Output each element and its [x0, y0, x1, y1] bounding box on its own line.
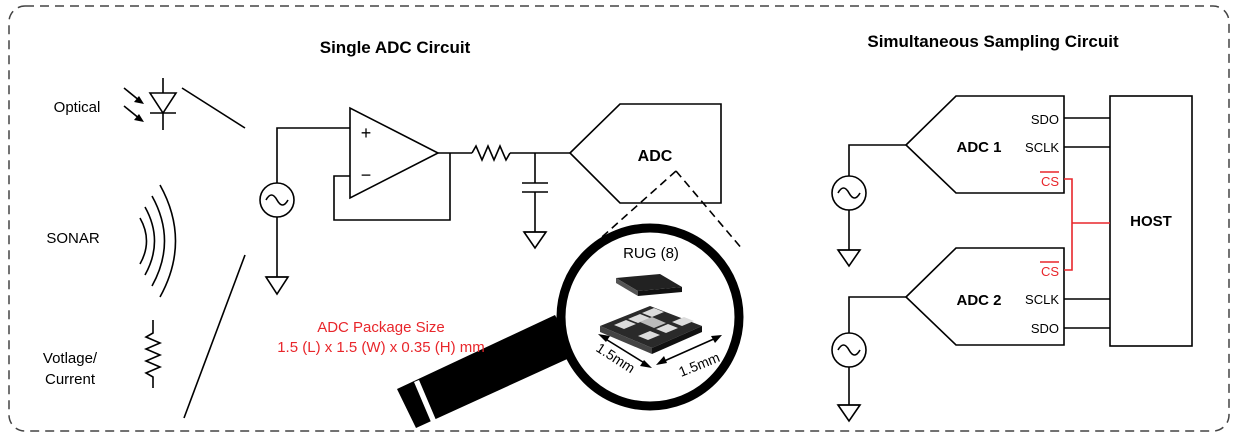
adc-block	[568, 103, 722, 204]
sensor-label-voltage: Votlage/	[43, 350, 98, 367]
sensor-label-current: Current	[45, 371, 96, 388]
ac-source-adc2-wave	[837, 344, 861, 356]
magnifier-handle	[397, 315, 576, 428]
package-code-label: RUG (8)	[623, 245, 679, 262]
package-size-title: ADC Package Size	[317, 319, 445, 336]
adc1-label: ADC 1	[956, 139, 1001, 156]
single-adc-title: Single ADC Circuit	[320, 38, 471, 57]
ground-symbol-adc2	[836, 404, 862, 423]
ground-symbol-adc1	[836, 249, 862, 268]
ground-symbol-capacitor	[522, 231, 548, 250]
op-amp-feedback	[333, 153, 451, 221]
adc2-sdo-label: SDO	[1031, 321, 1059, 336]
connector-line-bottom	[183, 254, 246, 419]
package-size-dims: 1.5 (L) x 1.5 (W) x 0.35 (H) mm	[277, 339, 485, 356]
sensor-label-sonar: SONAR	[46, 230, 100, 247]
adc-label: ADC	[638, 148, 673, 165]
simultaneous-title: Simultaneous Sampling Circuit	[867, 32, 1119, 51]
zoom-line-left	[592, 170, 677, 246]
zoom-line-right	[675, 170, 744, 251]
wire-source1-to-adc1	[848, 144, 906, 176]
op-amp	[349, 106, 440, 200]
sonar-wave-icon	[139, 184, 177, 298]
dimension-arrow-right	[656, 335, 722, 365]
wire-source2-to-adc2	[848, 296, 906, 333]
adc1-sdo-label: SDO	[1031, 112, 1059, 127]
dashed-border	[8, 5, 1230, 432]
adc2-block	[904, 247, 1065, 346]
adc1-cs-label: CS	[1041, 174, 1059, 189]
op-amp-plus: +	[361, 123, 372, 143]
ac-source-left-wave	[265, 194, 289, 206]
adc1-block	[904, 95, 1065, 194]
wire-cs-shared	[1064, 178, 1073, 271]
resistor-sensor-icon	[143, 320, 163, 388]
op-amp-minus: −	[361, 165, 372, 185]
photodiode-icon	[123, 78, 178, 130]
host-label: HOST	[1130, 213, 1172, 230]
package-bottom-view	[600, 306, 702, 354]
package-top-view	[616, 274, 682, 296]
series-resistor	[471, 143, 511, 163]
ac-source-adc1-wave	[837, 187, 861, 199]
ground-symbol-left	[264, 276, 290, 296]
filter-capacitor	[522, 182, 548, 193]
adc2-label: ADC 2	[956, 292, 1001, 309]
sensor-label-optical: Optical	[54, 99, 101, 116]
dimension-arrow-left	[598, 334, 652, 368]
adc2-cs-label: CS	[1041, 264, 1059, 279]
adc2-sclk-label: SCLK	[1025, 292, 1059, 307]
wire-source-to-opamp	[276, 127, 350, 183]
host-block	[1109, 95, 1193, 347]
connector-line-top	[181, 87, 246, 129]
adc1-sclk-label: SCLK	[1025, 140, 1059, 155]
